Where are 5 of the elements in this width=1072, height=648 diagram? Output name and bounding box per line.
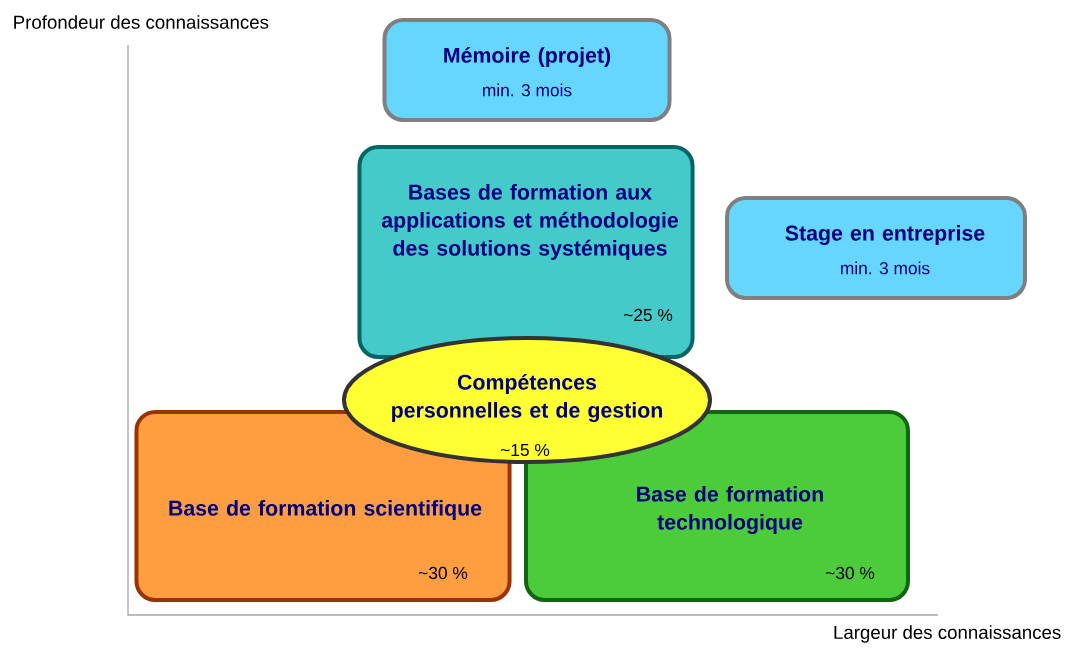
rounded-box: Mémoire (projet) min. 3 mois: [382, 18, 672, 122]
rounded-box: Stage en entreprise min. 3 mois: [725, 196, 1027, 300]
axis-label: Profondeur des connaissances: [14, 15, 269, 29]
axis-label: Largeur des connaissances: [834, 625, 1061, 643]
rounded-box: Bases de formation aux applications et méthodologie des solutions systémiques ~25 %: [357, 145, 695, 359]
